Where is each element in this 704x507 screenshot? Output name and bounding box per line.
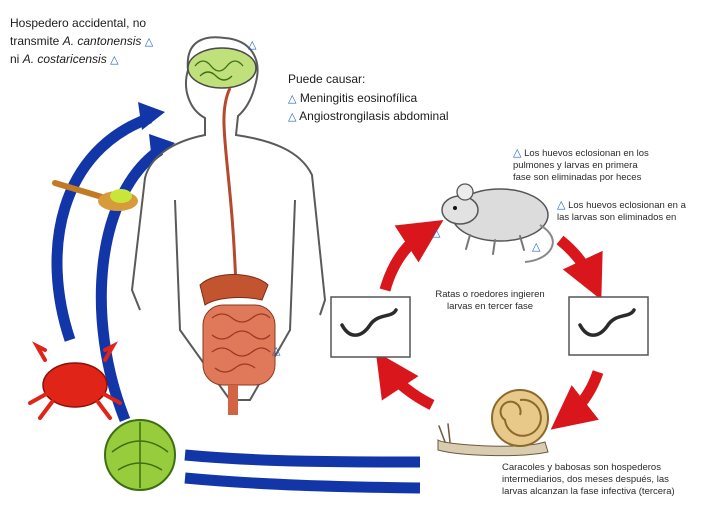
diagnostic-triangle-icon: △ — [145, 36, 153, 48]
red-arrow-rat-to-larva — [560, 240, 592, 280]
brain-icon — [188, 48, 256, 88]
host-note-line-3: ni A. costaricensis △ — [10, 52, 119, 68]
rat-lung-note: △ Los huevos eclosionan en los pulmones … — [513, 147, 649, 184]
rat-lung-note-line: Los huevos eclosionan en los — [524, 148, 649, 159]
symptom-item: △ Angiostrongilasis abdominal — [288, 109, 449, 125]
rodent-note: Ratas o roedores ingieren larvas en terc… — [420, 289, 560, 313]
blue-band-1 — [185, 455, 420, 462]
diagnostic-triangle-icon: △ — [272, 344, 280, 359]
blue-band-2 — [185, 478, 420, 488]
diagnostic-triangle-icon: △ — [248, 38, 256, 53]
host-note-prefix: transmite — [10, 34, 63, 48]
snail-icon — [438, 390, 548, 456]
host-note-line-1: Hospedero accidental, no — [10, 16, 146, 31]
diagnostic-triangle-icon: △ — [288, 93, 296, 105]
diagnostic-triangle-icon: △ — [532, 240, 540, 255]
rodent-note-line: larvas en tercer fase — [447, 301, 533, 312]
diagnostic-triangle-icon: △ — [110, 54, 118, 66]
snail-note-line: larvas alcanzan la fase infectiva (terce… — [502, 486, 675, 497]
snail-note: Caracoles y babosas son hospederos inter… — [502, 462, 702, 498]
red-cycle-arrows — [385, 232, 598, 416]
red-arrow-to-rat — [385, 232, 425, 290]
symptom-label: Meningitis eosinofílica — [300, 91, 417, 105]
rat-lung-note-line: pulmones y larvas en primera — [513, 160, 638, 171]
host-note-prefix: ni — [10, 52, 23, 66]
symptom-label: Angiostrongilasis abdominal — [299, 109, 448, 123]
rodent-note-line: Ratas o roedores ingieren — [435, 289, 544, 300]
diagnostic-triangle-icon: △ — [288, 111, 296, 123]
crab-icon — [30, 346, 120, 418]
diagnostic-triangle-icon: △ — [557, 199, 565, 211]
snail-note-line: Caracoles y babosas son hospederos — [502, 462, 661, 473]
rat-lung-note-line: fase son eliminadas por heces — [513, 172, 641, 183]
red-arrow-snail-to-larva — [388, 370, 432, 405]
species-cantonensis: A. cantonensis — [63, 34, 142, 48]
diagnostic-triangle-icon: △ — [513, 147, 521, 159]
symptom-item: △ Meningitis eosinofílica — [288, 91, 417, 107]
spinal-cord-icon — [224, 88, 236, 290]
snail-note-line: intermediarios, dos meses después, las — [502, 474, 669, 485]
host-note-line-2: transmite A. cantonensis △ — [10, 34, 153, 50]
blue-arrowhead-outer — [138, 102, 165, 130]
larva-box-right — [569, 297, 648, 355]
blue-arc-inner — [101, 150, 160, 420]
species-costaricensis: A. costaricensis — [23, 52, 107, 66]
rat-right-note-line: Los huevos eclosionan en a — [568, 200, 686, 211]
larva-box-left — [331, 297, 410, 357]
rat-right-note: △ Los huevos eclosionan en a las larvas … — [557, 199, 686, 224]
red-arrow-to-snail — [568, 372, 598, 416]
rat-right-note-line: las larvas son eliminados en — [557, 212, 676, 223]
lettuce-icon — [105, 420, 175, 490]
intestine-icon — [200, 274, 275, 415]
diagnostic-triangle-icon: △ — [432, 226, 440, 241]
symptoms-title: Puede causar: — [288, 72, 365, 87]
